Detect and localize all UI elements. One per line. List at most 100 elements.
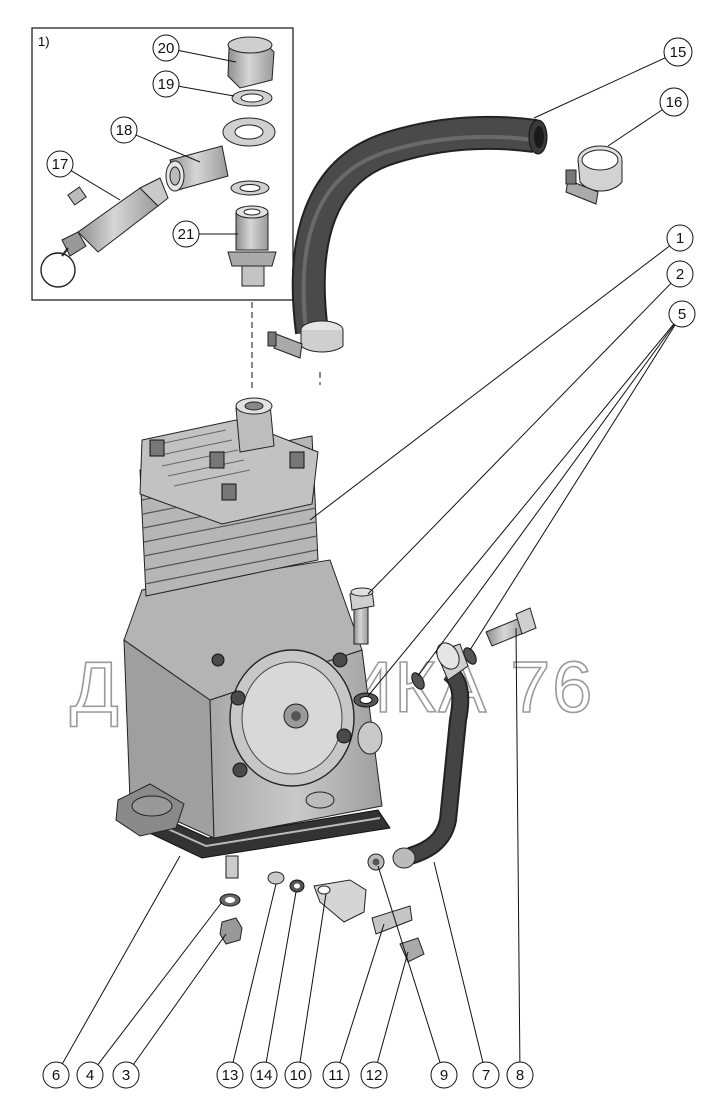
callout-circle-21	[172, 220, 200, 248]
part-21-union-bolt	[227, 205, 277, 287]
callout-label-15: 15	[670, 44, 687, 61]
part-5-washers	[411, 647, 477, 690]
part-18-banjo	[165, 117, 276, 192]
callout-label-19: 19	[158, 76, 175, 93]
callout-8: 8	[506, 1061, 534, 1089]
callout-label-16: 16	[666, 94, 683, 111]
callout-label-11: 11	[328, 1067, 344, 1084]
part-17-valve	[40, 177, 169, 288]
callout-circle-1	[666, 224, 694, 252]
callout-21: 21	[172, 220, 200, 248]
leader-line-13	[232, 883, 277, 1063]
part-9-fitting	[367, 853, 385, 871]
callout-label-13: 13	[222, 1067, 239, 1084]
leader-line-3	[133, 933, 227, 1065]
leader-line-7	[433, 861, 484, 1063]
leader-line-6	[61, 855, 181, 1064]
leader-line-14	[265, 891, 297, 1063]
leader-line-15	[533, 57, 666, 119]
part-1-bolt	[349, 587, 375, 645]
part-13-washer	[267, 871, 285, 885]
part-20-nut	[227, 36, 275, 89]
compressor-body	[115, 397, 391, 879]
leader-lines	[61, 50, 676, 1065]
callout-13: 13	[216, 1061, 244, 1089]
callout-7: 7	[472, 1061, 500, 1089]
callout-circle-7	[472, 1061, 500, 1089]
leader-line-9	[377, 865, 441, 1063]
callout-circle-5	[668, 300, 696, 328]
inset-frame: 1)	[31, 27, 294, 301]
part-15-hose	[291, 115, 548, 335]
callout-label-21: 21	[178, 226, 195, 243]
callout-label-2: 2	[676, 266, 684, 283]
callout-circle-8	[506, 1061, 534, 1089]
callout-circle-14	[250, 1061, 278, 1089]
leader-line-2	[367, 282, 672, 595]
callout-1: 1	[666, 224, 694, 252]
leader-line-4	[97, 901, 223, 1065]
callout-circle-20	[152, 34, 180, 62]
callout-label-10: 10	[290, 1067, 307, 1084]
part-3-nut	[219, 917, 243, 945]
callout-9: 9	[430, 1061, 458, 1089]
callout-14: 14	[250, 1061, 278, 1089]
callout-circle-13	[216, 1061, 244, 1089]
callout-label-4: 4	[86, 1067, 94, 1084]
callout-circle-18	[110, 116, 138, 144]
leader-line-12	[376, 951, 409, 1063]
leader-line-5	[469, 324, 676, 651]
callout-label-7: 7	[482, 1067, 490, 1084]
leader-line-20	[178, 50, 237, 63]
part-16-clamp	[565, 145, 623, 205]
leader-line-11	[339, 923, 385, 1063]
part-12-screw	[399, 937, 425, 963]
callout-circle-12	[360, 1061, 388, 1089]
callout-circle-19	[152, 70, 180, 98]
leader-line-1	[309, 245, 670, 521]
leader-line-8	[515, 627, 521, 1063]
small-parts	[219, 871, 425, 963]
callout-circle-3	[112, 1061, 140, 1089]
callout-circle-11	[322, 1061, 350, 1089]
hose-lower-clamp	[267, 320, 344, 359]
callout-label-17: 17	[52, 156, 69, 173]
part-8-bolt	[485, 607, 537, 647]
callout-6: 6	[42, 1061, 70, 1089]
callout-label-1: 1	[676, 230, 684, 247]
part-2-washer	[353, 692, 379, 708]
leader-line-5	[417, 324, 675, 677]
leader-line-19	[178, 85, 235, 97]
callout-label-9: 9	[440, 1067, 448, 1084]
callout-15: 15	[663, 37, 693, 67]
callout-label-3: 3	[122, 1067, 130, 1084]
callout-17: 17	[46, 150, 74, 178]
callout-label-6: 6	[52, 1067, 60, 1084]
part-7-tube	[392, 642, 470, 869]
callout-20: 20	[152, 34, 180, 62]
inset-parts	[40, 36, 277, 288]
callout-circle-6	[42, 1061, 70, 1089]
callout-label-8: 8	[516, 1067, 524, 1084]
callout-18: 18	[110, 116, 138, 144]
leader-line-18	[135, 134, 201, 163]
callout-4: 4	[76, 1061, 104, 1089]
callout-5: 5	[668, 300, 696, 328]
callout-label-12: 12	[366, 1067, 383, 1084]
inset-label: 1)	[38, 34, 50, 49]
callout-10: 10	[284, 1061, 312, 1089]
callout-circle-17	[46, 150, 74, 178]
callout-16: 16	[659, 87, 689, 117]
part-11-clip	[371, 905, 413, 935]
part-19-washer	[231, 89, 273, 107]
leader-line-5	[367, 323, 675, 697]
callout-circle-15	[663, 37, 693, 67]
leader-line-10	[299, 893, 327, 1063]
callout-label-20: 20	[158, 40, 175, 57]
callout-11: 11	[322, 1061, 350, 1089]
callout-19: 19	[152, 70, 180, 98]
callout-circle-16	[659, 87, 689, 117]
